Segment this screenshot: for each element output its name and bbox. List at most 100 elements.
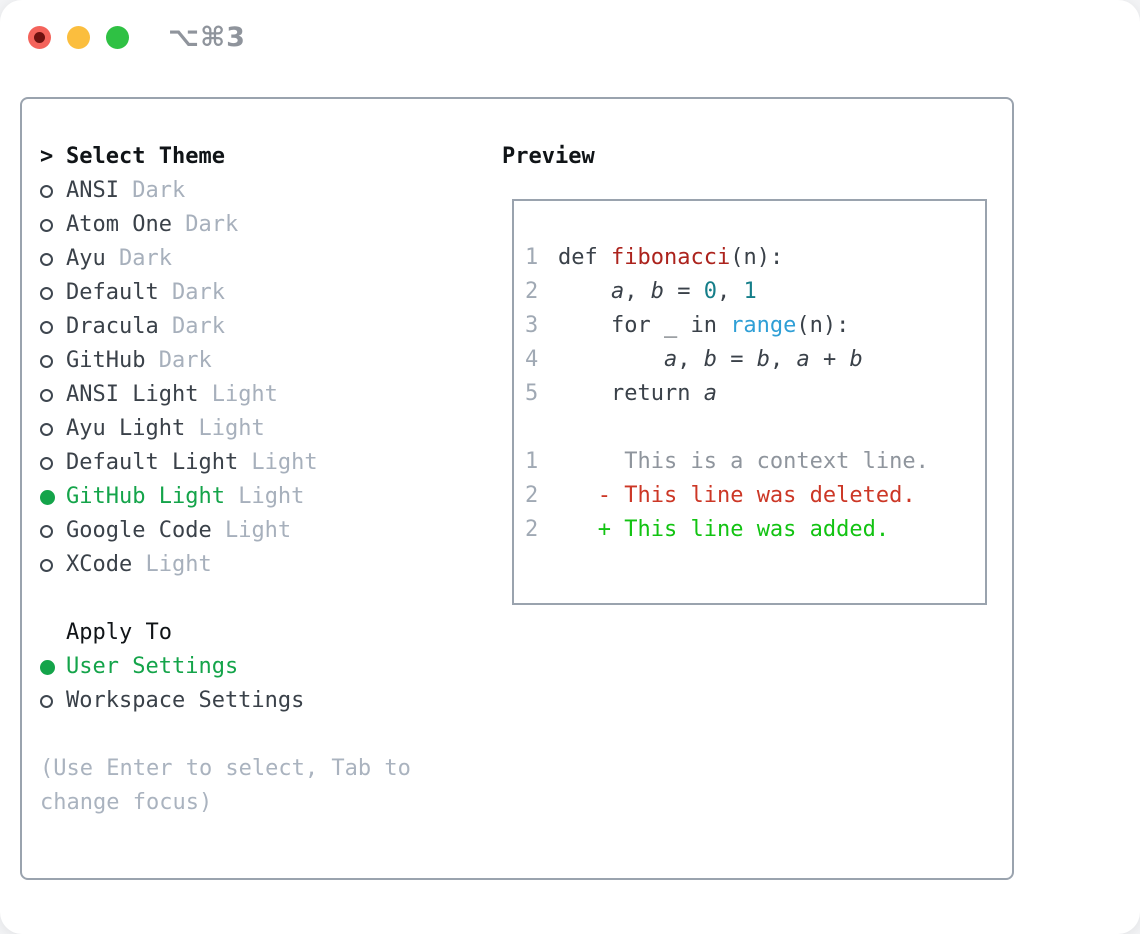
token-plain: [558, 479, 598, 513]
token-plain: (n):: [796, 313, 850, 338]
radio-icon: [40, 286, 53, 300]
token-num: 0: [703, 279, 717, 304]
apply-option-label: Workspace Settings: [66, 688, 305, 713]
theme-variant: Light: [198, 382, 278, 407]
token-plain: [558, 513, 598, 547]
theme-variant: Dark: [118, 178, 186, 203]
token-plain: (n):: [730, 245, 784, 270]
token-context: This is a context line.: [558, 449, 929, 474]
selection-caret-icon: >: [40, 144, 54, 169]
theme-name: ANSI Light: [66, 382, 199, 407]
token-var: b: [849, 347, 863, 372]
theme-name: Google Code: [66, 518, 212, 543]
token-plain: def: [558, 245, 611, 270]
token-plain: [558, 343, 664, 377]
theme-option-google-code-light[interactable]: Google Code Light: [40, 514, 502, 548]
line-number: 3: [525, 313, 539, 338]
select-theme-heading-row: > Select Theme: [40, 140, 502, 174]
token-plain: ,: [624, 279, 651, 304]
theme-option-dracula-dark[interactable]: Dracula Dark: [40, 310, 502, 344]
apply-to-heading-row: Apply To: [40, 616, 502, 650]
line-number: 5: [525, 381, 539, 406]
line-number: 2: [525, 279, 539, 304]
theme-variant: Dark: [171, 212, 239, 237]
theme-option-atom-one-dark[interactable]: Atom One Dark: [40, 208, 502, 242]
theme-option-ayu-dark[interactable]: Ayu Dark: [40, 242, 502, 276]
line-number: 2: [525, 517, 539, 542]
keyboard-hint: (Use Enter to select, Tab to change focu…: [40, 756, 411, 815]
theme-variant: Light: [185, 416, 265, 441]
token-var: b: [703, 347, 717, 372]
code-line: 1 This is a context line.: [525, 445, 975, 479]
theme-name: Default: [66, 280, 159, 305]
theme-option-xcode-light[interactable]: XCode Light: [40, 548, 502, 582]
zoom-button[interactable]: [106, 26, 129, 49]
token-var: a: [663, 347, 678, 372]
close-button[interactable]: [28, 26, 51, 49]
apply-to-heading: Apply To: [66, 620, 172, 645]
theme-name: Ayu Light: [66, 416, 186, 441]
theme-name: GitHub Light: [66, 484, 225, 509]
radio-icon: [40, 694, 53, 708]
apply-option-workspace-settings[interactable]: Workspace Settings: [40, 684, 502, 718]
radio-icon: [40, 218, 53, 232]
token-plain: return: [558, 381, 704, 406]
theme-variant: Light: [132, 552, 212, 577]
spacer: [40, 582, 502, 616]
token-plain: =: [663, 279, 704, 304]
theme-name: Dracula: [66, 314, 159, 339]
token-plain: ,: [716, 279, 744, 304]
theme-variant: Dark: [158, 314, 225, 339]
radio-icon: [40, 456, 53, 470]
radio-icon: [40, 354, 53, 368]
radio-icon: [40, 388, 53, 402]
radio-icon: [40, 252, 53, 266]
token-plain: [558, 275, 611, 309]
theme-variant: Dark: [105, 246, 172, 271]
theme-option-github-dark[interactable]: GitHub Dark: [40, 344, 502, 378]
radio-icon: [40, 558, 53, 572]
select-theme-heading: Select Theme: [66, 144, 225, 169]
token-added: + This line was added.: [597, 517, 890, 542]
theme-option-ayu-light-light[interactable]: Ayu Light Light: [40, 412, 502, 446]
theme-name: Default Light: [66, 450, 239, 475]
theme-variant: Light: [211, 518, 292, 543]
radio-selected-icon: [40, 489, 55, 505]
apply-option-user-settings[interactable]: User Settings: [40, 650, 502, 684]
code-line: 5 return a: [525, 377, 975, 411]
line-number: 2: [525, 483, 539, 508]
minimize-button[interactable]: [67, 26, 90, 49]
theme-variant: Dark: [145, 348, 212, 373]
token-plain: +: [809, 347, 850, 372]
theme-name: GitHub: [66, 348, 146, 373]
theme-option-default-light-light[interactable]: Default Light Light: [40, 446, 502, 480]
titlebar: ⌥⌘3: [0, 0, 1140, 75]
token-var: a: [703, 381, 717, 406]
token-deleted: - This line was deleted.: [597, 483, 916, 508]
theme-option-ansi-dark[interactable]: ANSI Dark: [40, 174, 502, 208]
token-plain: ,: [677, 347, 704, 372]
blank-line: [525, 411, 975, 445]
apply-option-label: User Settings: [66, 654, 239, 679]
radio-selected-icon: [40, 659, 55, 675]
radio-icon: [40, 422, 53, 436]
token-var: a: [610, 279, 625, 304]
code-line: 2 a, b = 0, 1: [525, 275, 975, 309]
token-num: 1: [743, 279, 757, 304]
token-plain: for _ in: [558, 313, 731, 338]
preview-heading: Preview: [502, 144, 595, 169]
line-number: 4: [525, 347, 539, 372]
token-plain: =: [716, 347, 757, 372]
theme-option-default-dark[interactable]: Default Dark: [40, 276, 502, 310]
theme-option-github-light-light[interactable]: GitHub Light Light: [40, 480, 502, 514]
theme-option-ansi-light-light[interactable]: ANSI Light Light: [40, 378, 502, 412]
